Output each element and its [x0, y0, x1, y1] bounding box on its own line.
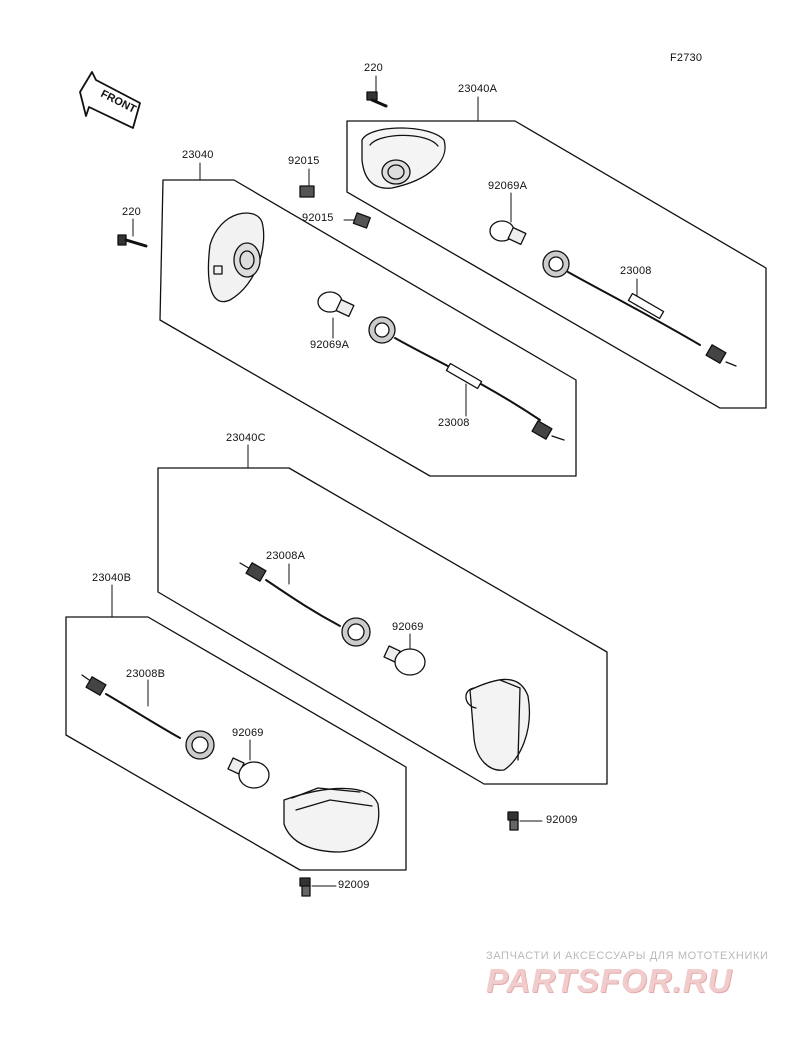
leader-lines — [111, 75, 638, 887]
lens-23040c-icon — [465, 678, 530, 771]
lens-23040b-icon — [283, 787, 380, 853]
callout-92009-bottom: 92009 — [338, 879, 370, 891]
socket-23008a-icon — [239, 562, 371, 647]
callout-23008-left: 23008 — [438, 417, 470, 429]
callout-23040b: 23040B — [92, 572, 132, 584]
assy-23040b-outline — [65, 616, 407, 871]
callout-92015-a: 92015 — [288, 155, 320, 167]
bulb-92069a-left-icon — [317, 291, 355, 318]
screw-92009-bottom-icon — [299, 877, 311, 897]
callout-92069-c: 92069 — [392, 621, 424, 633]
bulb-92069-b-icon — [227, 757, 270, 789]
watermark-logo: PARTSFOR.RU — [486, 962, 733, 999]
callout-92069a-right: 92069A — [488, 180, 528, 192]
callout-23040c: 23040C — [226, 432, 266, 444]
screw-92009-right-icon — [507, 811, 519, 831]
screw-220-top-icon — [366, 91, 388, 108]
clip-92015-b-icon — [352, 212, 371, 229]
assy-23040c-outline — [157, 467, 608, 785]
screw-220-left-icon — [117, 234, 148, 248]
socket-23008b-icon — [81, 674, 215, 760]
socket-23008-right-icon — [542, 250, 737, 367]
assy-23040-outline — [159, 179, 577, 477]
callout-23008b: 23008B — [126, 668, 166, 680]
callout-92009-right: 92009 — [546, 814, 578, 826]
callout-92015-b: 92015 — [302, 212, 334, 224]
socket-23008-left-icon — [368, 316, 565, 441]
callout-92069-b: 92069 — [232, 727, 264, 739]
callout-92069a-left: 92069A — [310, 339, 350, 351]
front-arrow-icon — [79, 71, 141, 129]
lens-23040a-icon — [361, 127, 446, 189]
callout-23008-right: 23008 — [620, 265, 652, 277]
bulb-92069-c-icon — [383, 645, 426, 676]
figure-code: F2730 — [670, 52, 703, 64]
lens-23040-icon — [207, 212, 265, 303]
callout-220-left: 220 — [122, 206, 141, 218]
callout-220-top: 220 — [364, 62, 383, 74]
callout-23040: 23040 — [182, 149, 214, 161]
callout-23040a: 23040A — [458, 83, 498, 95]
assy-23040a-outline — [346, 120, 767, 409]
watermark-tagline: ЗАПЧАСТИ И АКСЕССУАРЫ ДЛЯ МОТОТЕХНИКИ — [486, 950, 769, 962]
callout-23008a: 23008A — [266, 550, 306, 562]
clip-92015-a-icon — [299, 185, 315, 198]
bulb-92069a-right-icon — [489, 220, 527, 246]
